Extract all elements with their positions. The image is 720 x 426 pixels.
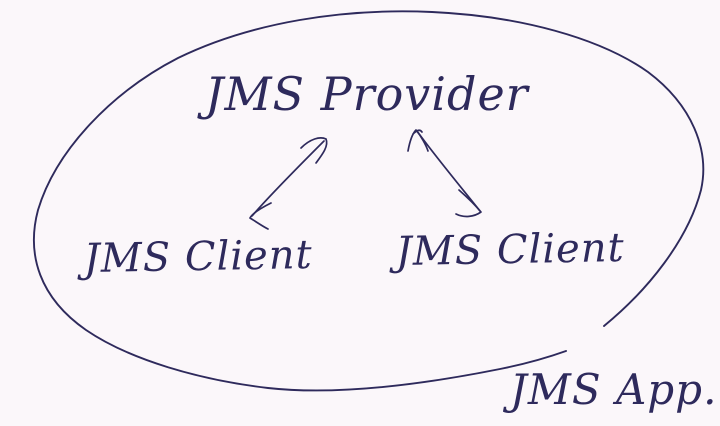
arrowhead-up-icon — [407, 129, 429, 152]
arrowhead-down-icon — [455, 189, 482, 218]
node-label-jms-client-left: JMS Client — [76, 232, 313, 282]
application-boundary-ellipse — [32, 10, 705, 392]
arrow-provider-client-left — [249, 137, 328, 230]
arrow-provider-client-right — [407, 129, 482, 218]
arrowhead-up-icon — [300, 137, 328, 164]
arrowhead-down-icon — [249, 202, 272, 230]
arrow-shaft — [416, 130, 481, 212]
boundary-label-jms-app: JMS App. — [502, 365, 717, 414]
node-label-jms-provider: JMS Provider — [197, 67, 531, 121]
node-label-jms-client-right: JMS Client — [388, 225, 625, 275]
arrow-shaft — [251, 140, 325, 217]
